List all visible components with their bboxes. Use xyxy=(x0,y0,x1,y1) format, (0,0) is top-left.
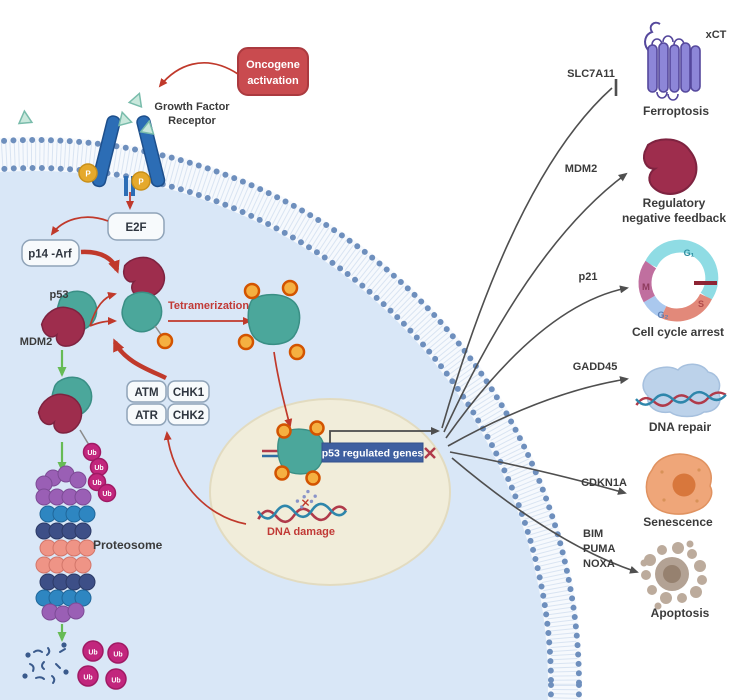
growth-factor-receptor: P P xyxy=(78,115,166,196)
ligand-triangle-icon xyxy=(17,109,34,125)
p14arf-label: p14 -Arf xyxy=(28,249,72,261)
nucleus xyxy=(209,398,451,586)
ub-label: Ub xyxy=(92,480,101,487)
growth-factor-label-line2: Receptor xyxy=(168,115,216,127)
ub-label: Ub xyxy=(88,650,97,657)
gene-label-mdm2: MDM2 xyxy=(565,163,597,175)
outcome-label-ferroptosis: Ferroptosis xyxy=(643,104,709,118)
xct-transporter-icon xyxy=(644,21,701,101)
oncogene-label-line2: activation xyxy=(247,75,299,87)
p53-label: p53 xyxy=(50,289,69,301)
outcome-label-feedback-line2: negative feedback xyxy=(622,211,726,225)
cycle-phase-s: S xyxy=(698,299,704,309)
cell-cycle-ring-icon xyxy=(638,239,719,322)
outcome-label-cell-cycle-arrest: Cell cycle arrest xyxy=(632,325,724,339)
arrow-to-mdm2-feedback xyxy=(443,172,628,433)
ub-label: Ub xyxy=(83,675,92,682)
chk1-label: CHK1 xyxy=(173,387,205,399)
e2f-node: E2F xyxy=(107,212,165,241)
senescent-cell-icon xyxy=(645,453,713,515)
gene-label-gadd45: GADD45 xyxy=(573,361,618,373)
gene-label-bim: BIM xyxy=(583,528,603,540)
ligand-triangle-icon xyxy=(117,110,133,127)
ligand-triangle-icon xyxy=(139,119,155,136)
ub-label: Ub xyxy=(102,491,111,498)
arrow-dnadamage-to-kinases xyxy=(163,431,247,525)
outcome-label-senescence: Senescence xyxy=(643,515,713,529)
arrow-to-cell-cycle-arrest xyxy=(445,285,629,439)
xct-label: xCT xyxy=(706,29,727,41)
arrow-complex-to-p53 xyxy=(89,317,117,327)
phosphate-label: P xyxy=(138,178,144,187)
tetramerization-label: Tetramerization xyxy=(168,300,249,312)
arrow-oncogene-to-receptor xyxy=(158,62,239,88)
p53-regulated-genes-ribbon: p53 regulated genes xyxy=(321,442,424,463)
cycle-phase-g2: G₂ xyxy=(658,310,669,320)
dna-repair-icon xyxy=(635,363,727,418)
arrow-to-apoptosis xyxy=(451,457,639,574)
oncogene-label-line1: Oncogene xyxy=(246,59,300,71)
mdm2-feedback-icon xyxy=(631,129,707,204)
p53-monomer xyxy=(121,291,174,350)
plasma-membrane xyxy=(0,137,582,700)
phosphate-badge: P xyxy=(131,171,151,191)
arrow-complex-to-mdm2 xyxy=(89,291,117,327)
phosphate-badge: P xyxy=(78,163,98,183)
e2f-label: E2F xyxy=(125,222,146,234)
degraded-peptides xyxy=(22,642,69,684)
ubiquitinated-complex: Ub Ub Ub Ub xyxy=(34,376,117,503)
ub-label: Ub xyxy=(87,450,96,457)
ligand-triangle-icon xyxy=(127,91,143,109)
dna-bound-tetramer xyxy=(274,420,325,486)
arrow-tetramer-to-nucleus xyxy=(273,351,293,428)
phospho-mark-icon xyxy=(156,332,174,350)
outcome-label-dna-repair: DNA repair xyxy=(649,420,712,434)
arrow-to-ferroptosis xyxy=(441,87,613,429)
arrow-to-senescence xyxy=(449,451,627,495)
cycle-phase-g1: G₁ xyxy=(684,248,695,258)
outcome-arrows xyxy=(441,79,639,574)
growth-factor-ligands xyxy=(17,91,155,136)
kinase-nodes: ATM CHK1 ATR CHK2 xyxy=(126,380,210,426)
oncogene-activation-box: Oncogene activation xyxy=(237,47,309,96)
p14arf-node: p14 -Arf xyxy=(21,239,80,267)
outcome-label-feedback-line1: Regulatory xyxy=(643,196,706,210)
proteosome-icon xyxy=(35,465,96,623)
arrow-to-dna-repair xyxy=(447,376,629,447)
damaged-dna-icon xyxy=(256,489,348,524)
atr-label: ATR xyxy=(135,410,158,422)
free-ubiquitin: Ub Ub Ub Ub xyxy=(77,640,129,690)
transcription-arrow xyxy=(329,427,440,443)
gene-label-noxa: NOXA xyxy=(583,558,615,570)
gene-label-p21: p21 xyxy=(579,271,598,283)
ub-label: Ub xyxy=(94,465,103,472)
p53-tetramer xyxy=(237,279,306,361)
arrow-kinases-to-p53 xyxy=(112,338,168,381)
arrow-e2f-to-p14arf xyxy=(50,216,109,236)
chk2-label: CHK2 xyxy=(173,410,204,422)
ub-label: Ub xyxy=(111,678,120,685)
mdm2-label: MDM2 xyxy=(20,336,52,348)
p53-regulated-genes-label: p53 regulated genes xyxy=(322,448,424,460)
gene-label-puma: PUMA xyxy=(583,543,615,555)
apoptotic-cell-icon xyxy=(640,540,707,610)
outcome-label-apoptosis: Apoptosis xyxy=(651,606,710,620)
gene-label-cdkn1a: CDKN1A xyxy=(581,477,627,489)
phosphate-label: P xyxy=(85,170,91,179)
growth-factor-label-line1: Growth Factor xyxy=(154,101,230,113)
cycle-phase-m: M xyxy=(642,282,650,293)
ub-label: Ub xyxy=(113,652,122,659)
dna-damage-label: DNA damage xyxy=(267,526,335,538)
arrow-p14arf-to-mdm2 xyxy=(80,249,120,274)
gene-label-slc7a11: SLC7A11 xyxy=(567,68,615,80)
atm-label: ATM xyxy=(134,387,158,399)
ubiquitin-chain: Ub Ub Ub Ub xyxy=(82,442,117,503)
proteosome-label: Proteosome xyxy=(93,538,163,552)
